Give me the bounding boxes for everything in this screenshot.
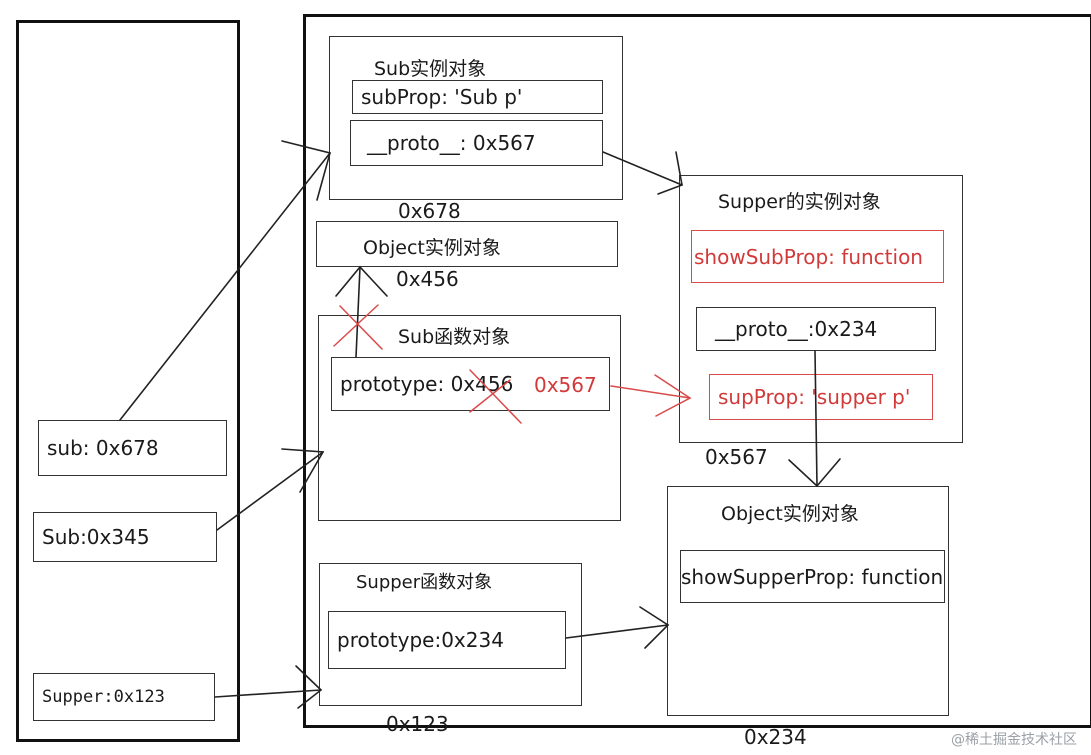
object-instance-b-title: Object实例对象 [721,503,859,525]
watermark: @稀土掘金技术社区 [951,732,1077,748]
sub-instance-title: Sub实例对象 [374,58,487,80]
supper-instance-sup-prop: supProp: 'supper p' [709,374,933,420]
sub-instance-proto: __proto__: 0x567 [350,120,603,166]
sub-instance-addr: 0x678 [398,199,461,223]
object-instance-a-title: Object实例对象 [363,237,501,259]
supper-function-title: Supper函数对象 [356,572,493,593]
sub-instance-prop: subProp: 'Sub p' [352,80,603,114]
object-instance-b-show-supper: showSupperProp: function [680,550,945,603]
sub-instance-box [329,36,623,200]
supper-instance-show-sub: showSubProp: function [691,230,944,283]
supper-instance-addr: 0x567 [705,445,768,469]
sub-function-new-value: 0x567 [534,373,597,397]
object-instance-a-addr: 0x456 [396,267,459,291]
sub-function-title: Sub函数对象 [398,326,511,348]
supper-function-addr: 0x123 [386,712,449,736]
stack-var-Sub: Sub:0x345 [33,512,217,562]
object-instance-b-addr: 0x234 [744,725,807,749]
supper-function-prototype: prototype:0x234 [328,611,566,669]
stack-var-Supper: Supper:0x123 [33,673,215,721]
stack-var-sub: sub: 0x678 [38,420,227,476]
supper-instance-proto: __proto__:0x234 [696,307,936,351]
supper-instance-title: Supper的实例对象 [718,191,881,213]
stack-frame [16,20,240,742]
object-instance-a-box [316,221,618,267]
